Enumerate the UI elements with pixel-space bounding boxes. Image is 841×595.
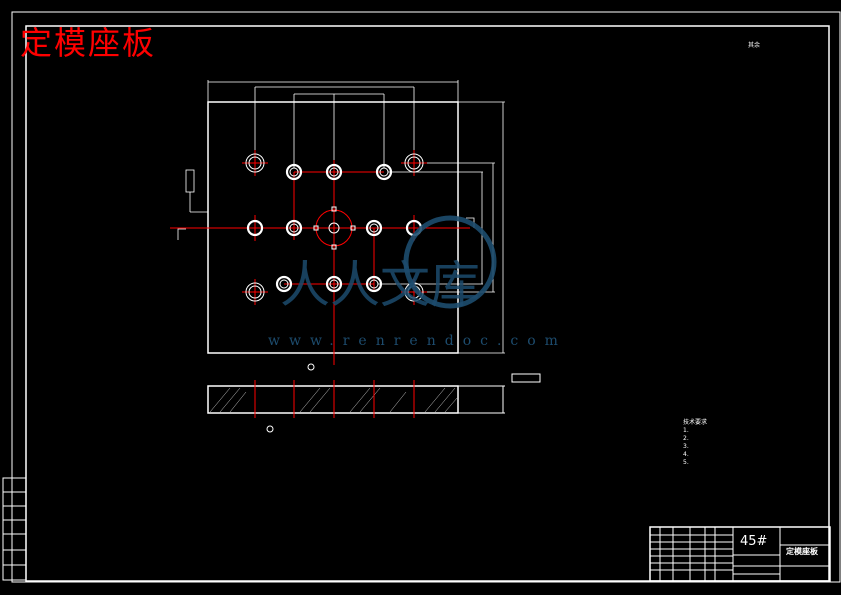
left-table-lines bbox=[3, 491, 26, 566]
tech-item: 1. bbox=[683, 427, 689, 434]
watermark-url: www.renrendoc.com bbox=[268, 333, 567, 349]
watermark-logo: 人人文库 bbox=[280, 256, 480, 314]
tech-item: 2. bbox=[683, 435, 689, 442]
tech-item: 5. bbox=[683, 459, 689, 466]
title-block bbox=[649, 526, 831, 582]
watermark-logo-circle bbox=[403, 215, 497, 309]
roughness-note: 其余 bbox=[748, 42, 761, 49]
outer-border bbox=[11, 11, 841, 583]
left-table bbox=[2, 477, 27, 581]
tech-requirements: 技术要求 1. 2. 3. 4. 5. bbox=[683, 419, 707, 467]
holes bbox=[245, 153, 424, 302]
section-view bbox=[207, 363, 541, 433]
tech-item: 3. bbox=[683, 443, 689, 450]
tech-item: 4. bbox=[683, 451, 689, 458]
drawing-title: 定模座板 bbox=[20, 24, 157, 62]
inner-frame bbox=[25, 25, 830, 582]
part-name-label: 定模座板 bbox=[786, 547, 818, 556]
material-label: 45# bbox=[740, 534, 768, 549]
tech-heading: 技术要求 bbox=[683, 419, 708, 426]
